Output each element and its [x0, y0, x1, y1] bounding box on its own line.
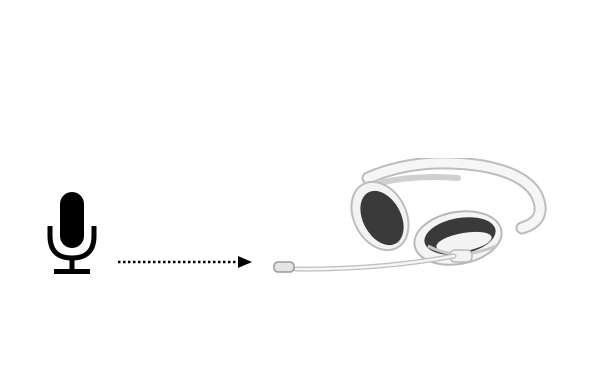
dotted-arrow-icon — [116, 252, 256, 272]
microphone-icon — [46, 190, 98, 276]
headset-image — [268, 158, 553, 288]
